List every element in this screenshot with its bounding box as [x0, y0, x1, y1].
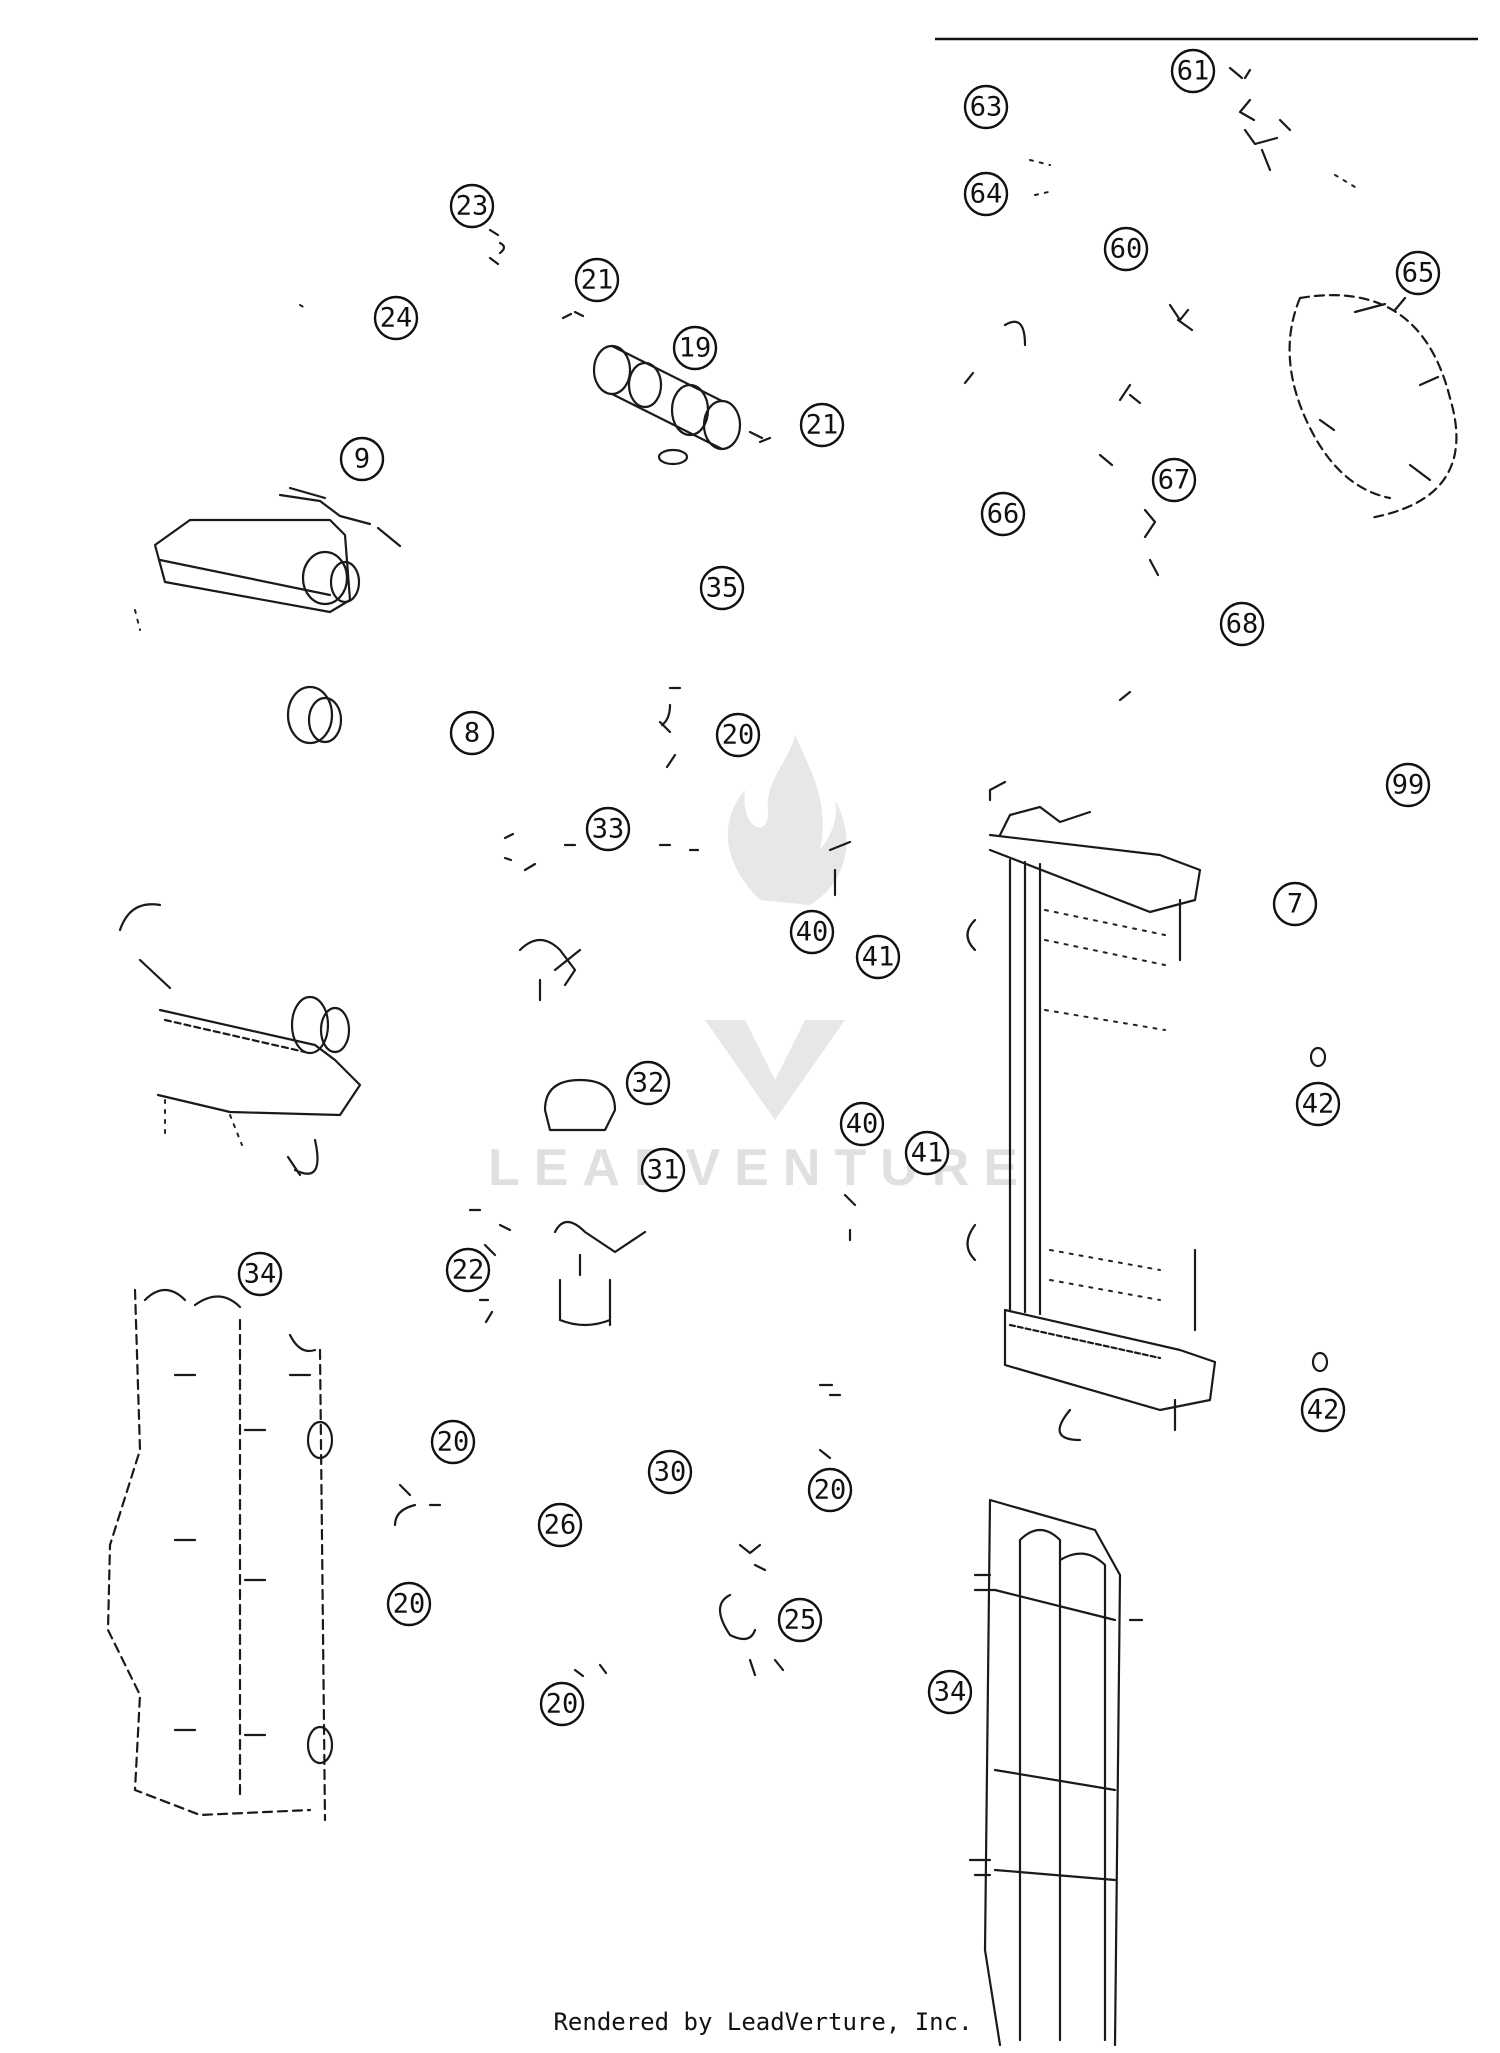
callout-19: 19 [672, 325, 718, 371]
callout-33: 33 [585, 806, 631, 852]
callout-23: 23 [449, 183, 495, 229]
svg-text:20: 20 [814, 1475, 847, 1506]
leadventure-flame-logo-icon [727, 735, 847, 905]
svg-text:21: 21 [806, 410, 839, 441]
part-left-radiator [118, 903, 362, 1177]
callout-8: 8 [449, 710, 495, 756]
callout-20-a: 20 [715, 712, 761, 758]
svg-text:8: 8 [464, 718, 480, 749]
callout-20-b: 20 [430, 1419, 476, 1465]
callout-99: 99 [1385, 762, 1431, 808]
callout-30: 30 [647, 1449, 693, 1495]
callout-24: 24 [373, 295, 419, 341]
svg-text:32: 32 [632, 1068, 665, 1099]
svg-text:66: 66 [987, 499, 1020, 530]
svg-text:20: 20 [546, 1689, 579, 1720]
svg-text:64: 64 [970, 179, 1003, 210]
svg-text:21: 21 [581, 265, 614, 296]
callout-67: 67 [1151, 457, 1197, 503]
svg-text:63: 63 [970, 92, 1003, 123]
svg-text:61: 61 [1177, 56, 1210, 87]
callout-21-top: 21 [574, 257, 620, 303]
svg-text:9: 9 [354, 444, 370, 475]
callout-34-right: 34 [927, 1669, 973, 1715]
svg-text:26: 26 [544, 1510, 577, 1541]
callout-66: 66 [980, 491, 1026, 537]
part-cooling-fan [1288, 294, 1458, 520]
part-radiator-guard-left [106, 1288, 334, 1822]
svg-text:40: 40 [846, 1109, 879, 1140]
svg-text:7: 7 [1287, 889, 1303, 920]
callout-60: 60 [1103, 226, 1149, 272]
part-fan-bracket [963, 66, 1356, 702]
watermark: LEADVENTURE [488, 735, 1032, 1197]
callout-68: 68 [1219, 601, 1265, 647]
svg-text:19: 19 [679, 333, 712, 364]
svg-text:22: 22 [452, 1255, 485, 1286]
part-radiator-7 [966, 780, 1329, 1442]
svg-text:34: 34 [934, 1677, 967, 1708]
svg-text:41: 41 [862, 942, 895, 973]
callout-40-a: 40 [789, 909, 835, 955]
callout-20-e: 20 [539, 1681, 585, 1727]
callout-63: 63 [963, 84, 1009, 130]
callout-20-c: 20 [807, 1467, 853, 1513]
svg-text:42: 42 [1302, 1089, 1335, 1120]
svg-text:25: 25 [784, 1605, 817, 1636]
svg-text:33: 33 [592, 814, 625, 845]
svg-text:60: 60 [1110, 234, 1143, 265]
callout-22: 22 [445, 1247, 491, 1293]
callout-31: 31 [640, 1147, 686, 1193]
callout-7: 7 [1272, 881, 1318, 927]
callout-9: 9 [339, 436, 385, 482]
leadventure-v-logo-icon [705, 1020, 845, 1120]
svg-text:34: 34 [244, 1259, 277, 1290]
svg-text:41: 41 [911, 1138, 944, 1169]
callout-32: 32 [625, 1060, 671, 1106]
callout-20-d: 20 [386, 1581, 432, 1627]
svg-text:20: 20 [722, 720, 755, 751]
callout-42-b: 42 [1300, 1387, 1346, 1433]
watermark-text: LEADVENTURE [488, 1139, 1032, 1197]
svg-text:23: 23 [456, 191, 489, 222]
svg-text:24: 24 [380, 303, 413, 334]
callout-40-b: 40 [839, 1101, 885, 1147]
svg-text:40: 40 [796, 917, 829, 948]
svg-text:30: 30 [654, 1457, 687, 1488]
part-expansion-tank-9 [134, 304, 402, 745]
svg-text:99: 99 [1392, 770, 1425, 801]
callout-41-b: 41 [904, 1130, 950, 1176]
callout-21-right: 21 [799, 402, 845, 448]
part-small-fittings [393, 686, 857, 1678]
callout-61: 61 [1170, 48, 1216, 94]
svg-text:67: 67 [1158, 465, 1191, 496]
svg-text:31: 31 [647, 1155, 680, 1186]
svg-text:68: 68 [1226, 609, 1259, 640]
part-radiator-guard-right [968, 1498, 1144, 2047]
callout-35: 35 [699, 565, 745, 611]
callout-25: 25 [777, 1597, 823, 1643]
callout-34-left: 34 [237, 1251, 283, 1297]
svg-text:20: 20 [437, 1427, 470, 1458]
callout-65: 65 [1395, 250, 1441, 296]
footer-credit: Rendered by LeadVerture, Inc. [553, 2008, 972, 2036]
svg-text:35: 35 [706, 573, 739, 604]
callout-64: 64 [963, 171, 1009, 217]
svg-text:65: 65 [1402, 258, 1435, 289]
svg-text:42: 42 [1307, 1395, 1340, 1426]
callout-26: 26 [537, 1502, 583, 1548]
callout-41-a: 41 [855, 934, 901, 980]
svg-text:20: 20 [393, 1589, 426, 1620]
part-hose-19 [488, 228, 772, 466]
callout-42-a: 42 [1295, 1081, 1341, 1127]
